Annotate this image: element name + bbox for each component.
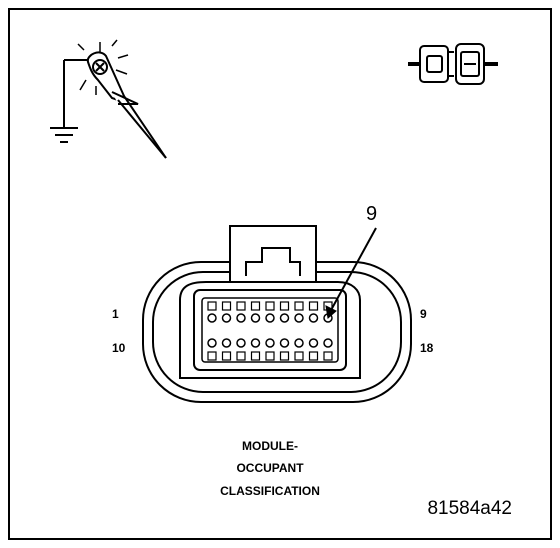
pin-label-top-left: 1 [112,307,119,321]
bottom-row-slot [294,351,304,361]
top-row-pin [294,313,304,323]
bottom-row-pin [308,338,319,348]
top-row-slot [294,301,304,311]
pin-callout [325,227,377,319]
bottom-row-slot [265,351,275,361]
caption-line-2: OCCUPANT [236,461,304,475]
bottom-row-slot [250,351,261,361]
bottom-row-pin [250,338,261,348]
bottom-row-slots [207,351,333,361]
top-row-slot [207,301,217,311]
bottom-row-slot [221,351,232,361]
bottom-row-pin [207,338,217,348]
top-row-pin [207,313,217,323]
bottom-row-slot [308,351,319,361]
pin-label-bottom-right: 18 [420,341,434,355]
top-row-pins [207,313,333,323]
bottom-row-slot [236,351,246,361]
top-row-pin [221,313,232,323]
connector-plug-icon [408,43,498,85]
bottom-row-pins [207,338,333,348]
top-row-pin [308,313,319,323]
figure-id: 81584a42 [427,498,512,519]
test-light-probe-icon [50,39,167,159]
top-row-pin [250,313,261,323]
top-row-pin [279,313,290,323]
top-row-slots [207,301,333,311]
bottom-row-slot [279,351,290,361]
top-row-pin [236,313,246,323]
bottom-row-pin [265,338,275,348]
top-row-slot [279,301,290,311]
top-row-slot [236,301,246,311]
bottom-row-pin [221,338,232,348]
bottom-row-slot [207,351,217,361]
bottom-row-slot [323,351,333,361]
bottom-row-pin [323,338,333,348]
pin-label-top-right: 9 [420,307,427,321]
caption-line-3: CLASSIFICATION [220,484,320,498]
diagram-border [8,8,552,540]
caption-line-1: MODULE- [242,439,298,453]
callout-pin-number: 9 [366,203,377,225]
top-row-slot [221,301,232,311]
top-row-pin [265,313,275,323]
connector-housing [142,225,412,403]
bottom-row-pin [279,338,290,348]
bottom-row-pin [294,338,304,348]
top-row-slot [265,301,275,311]
top-row-slot [308,301,319,311]
pin-label-bottom-left: 10 [112,341,126,355]
top-row-slot [250,301,261,311]
bottom-row-pin [236,338,246,348]
